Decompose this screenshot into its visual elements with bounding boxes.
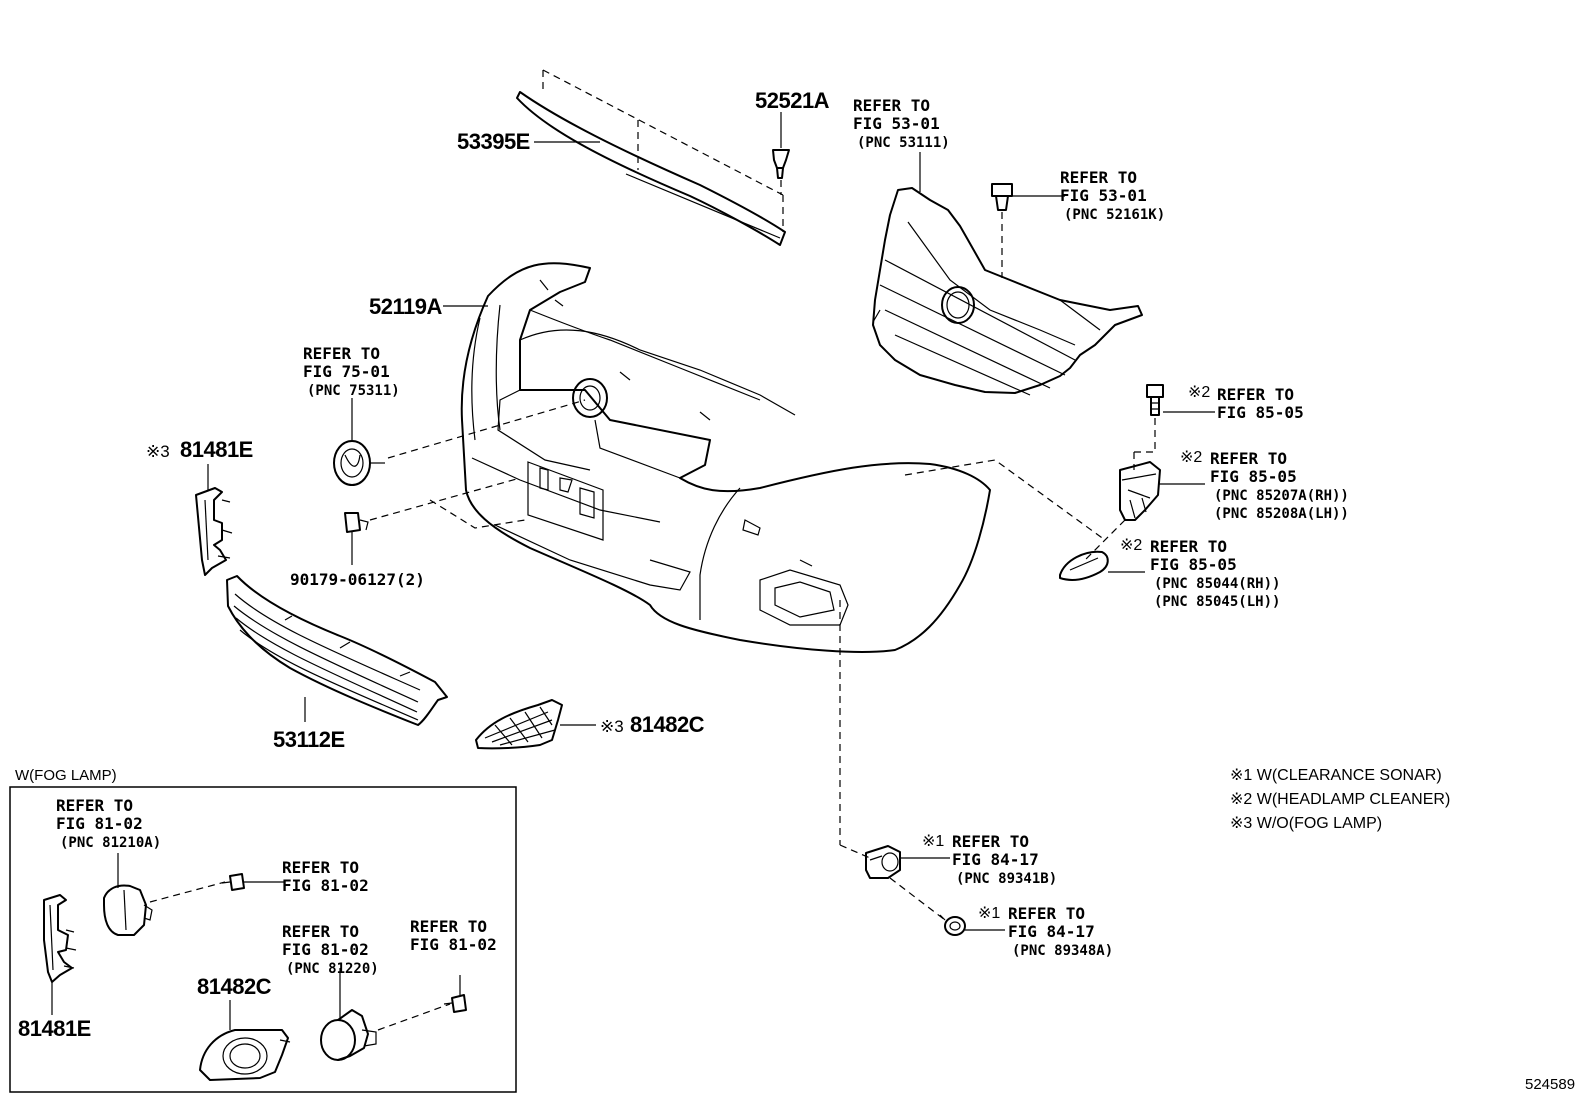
nut-dash <box>369 477 521 521</box>
footnote-mark-81482c: ※3 <box>600 717 624 736</box>
ref-emblem-line1[interactable]: REFER TO <box>303 344 381 363</box>
footnote-mark-sonar1: ※1 <box>922 833 945 850</box>
ref-hc-cover-line3: (PNC 85044(RH)) <box>1154 576 1281 592</box>
fog-bracket-drawing <box>103 884 153 936</box>
ref-clip-line1[interactable]: REFER TO <box>1060 168 1138 187</box>
bumper-cover-drawing <box>460 262 991 653</box>
part-label-81481e-top[interactable]: 81481E <box>180 437 253 462</box>
ref-hc-bolt-line1[interactable]: REFER TO <box>1217 385 1295 404</box>
ref-hc-cover-line4: (PNC 85045(LH)) <box>1154 594 1281 610</box>
ref-hc-bracket-line1[interactable]: REFER TO <box>1210 449 1288 468</box>
ref-hc-bracket-line3: (PNC 85207A(RH)) <box>1214 488 1349 504</box>
note-clearance-sonar: ※1 W(CLEARANCE SONAR) <box>1230 767 1442 784</box>
fog-screw2-dash <box>377 1003 451 1031</box>
fog-screw1-dash <box>149 881 226 903</box>
ref-sonar2-line3: (PNC 89348A) <box>1012 943 1114 959</box>
clip-52521a-drawing <box>772 149 790 179</box>
ref-clip-line3: (PNC 52161K) <box>1064 207 1166 223</box>
ref-sonar1-line3: (PNC 89341B) <box>956 871 1058 887</box>
ref-fog-lamp-line2[interactable]: FIG 81-02 <box>282 940 369 959</box>
fog-lamp-box-frame <box>9 786 517 1093</box>
sonar-retainer-drawing <box>939 914 966 936</box>
part-label-52521a[interactable]: 52521A <box>755 88 830 113</box>
hc-cover-drawing <box>1059 550 1109 581</box>
ref-sonar2-line1[interactable]: REFER TO <box>1008 904 1086 923</box>
part-label-90179[interactable]: 90179-06127(2) <box>290 570 425 589</box>
molding-dash-top <box>542 69 784 196</box>
ref-grille-line2[interactable]: FIG 53-01 <box>853 114 940 133</box>
side-grille-81481e-drawing <box>195 487 233 576</box>
clip-52161k-drawing <box>991 183 1013 211</box>
note-without-fog-lamp: ※3 W/O(FOG LAMP) <box>1230 815 1383 832</box>
footnote-mark-hc-bolt: ※2 <box>1188 384 1211 401</box>
sheet-number: 524589 <box>1525 1076 1576 1093</box>
fog-cover-box-drawing <box>199 1029 291 1081</box>
footnote-mark-81481e: ※3 <box>146 442 170 461</box>
ref-hc-cover-line1[interactable]: REFER TO <box>1150 537 1228 556</box>
ref-fog-bracket-line2[interactable]: FIG 81-02 <box>56 814 143 833</box>
sonar-sensor-drawing <box>865 845 901 879</box>
ref-hc-bracket-line4: (PNC 85208A(LH)) <box>1214 506 1349 522</box>
ref-fog-lamp-line3: (PNC 81220) <box>286 961 379 977</box>
fog-cover-81482c-drawing <box>475 699 563 750</box>
ref-sonar2-line2[interactable]: FIG 84-17 <box>1008 922 1095 941</box>
hc-bolt-drawing <box>1146 384 1164 416</box>
ref-hc-cover-line2[interactable]: FIG 85-05 <box>1150 555 1237 574</box>
ref-fog-screw2-line1[interactable]: REFER TO <box>410 917 488 936</box>
ref-fog-bracket-line1[interactable]: REFER TO <box>56 796 134 815</box>
footnote-mark-hc-cover: ※2 <box>1120 537 1143 554</box>
note-headlamp-cleaner: ※2 W(HEADLAMP CLEANER) <box>1230 791 1451 808</box>
lower-grille-drawing <box>226 575 448 726</box>
part-label-81482c-box[interactable]: 81482C <box>197 974 272 999</box>
footnote-mark-sonar2: ※1 <box>978 905 1001 922</box>
fog-side-grille-drawing <box>43 894 77 983</box>
radiator-grille-drawing <box>872 187 1143 396</box>
nut-drawing <box>344 512 369 533</box>
fog-screw1-drawing <box>221 873 245 891</box>
ref-hc-bracket-line2[interactable]: FIG 85-05 <box>1210 467 1297 486</box>
upper-molding-drawing <box>516 91 786 246</box>
ref-emblem-line3: (PNC 75311) <box>307 383 400 399</box>
ref-fog-bracket-line3: (PNC 81210A) <box>60 835 162 851</box>
part-label-81481e-box[interactable]: 81481E <box>18 1016 91 1041</box>
hc-bracket-drawing <box>1119 461 1161 521</box>
ref-fog-lamp-line1[interactable]: REFER TO <box>282 922 360 941</box>
fog-lamp-box-title: W(FOG LAMP) <box>15 767 117 784</box>
fog-screw2-drawing <box>443 994 467 1013</box>
hc-cover-dash <box>1084 519 1126 561</box>
ref-sonar1-line2[interactable]: FIG 84-17 <box>952 850 1039 869</box>
ref-grille-line1[interactable]: REFER TO <box>853 96 931 115</box>
ref-fog-screw1-line2[interactable]: FIG 81-02 <box>282 876 369 895</box>
plate-dash <box>429 499 526 529</box>
fog-lamp-drawing <box>320 1009 377 1061</box>
ref-fog-screw2-line2[interactable]: FIG 81-02 <box>410 935 497 954</box>
part-label-53395e[interactable]: 53395E <box>457 129 530 154</box>
hc-bumper-dash <box>904 459 1106 541</box>
ref-emblem-line2[interactable]: FIG 75-01 <box>303 362 390 381</box>
part-label-53112e[interactable]: 53112E <box>273 727 345 752</box>
emblem-dash <box>387 399 586 459</box>
emblem-drawing <box>333 440 385 486</box>
sonar-dash-ring <box>889 877 946 921</box>
ref-grille-line3: (PNC 53111) <box>857 135 950 151</box>
part-label-52119a[interactable]: 52119A <box>369 294 442 319</box>
footnote-mark-hc-bracket: ※2 <box>1180 449 1203 466</box>
ref-fog-screw1-line1[interactable]: REFER TO <box>282 858 360 877</box>
ref-hc-bolt-line2[interactable]: FIG 85-05 <box>1217 403 1304 422</box>
part-label-81482c-top[interactable]: 81482C <box>630 712 705 737</box>
ref-clip-line2[interactable]: FIG 53-01 <box>1060 186 1147 205</box>
ref-sonar1-line1[interactable]: REFER TO <box>952 832 1030 851</box>
